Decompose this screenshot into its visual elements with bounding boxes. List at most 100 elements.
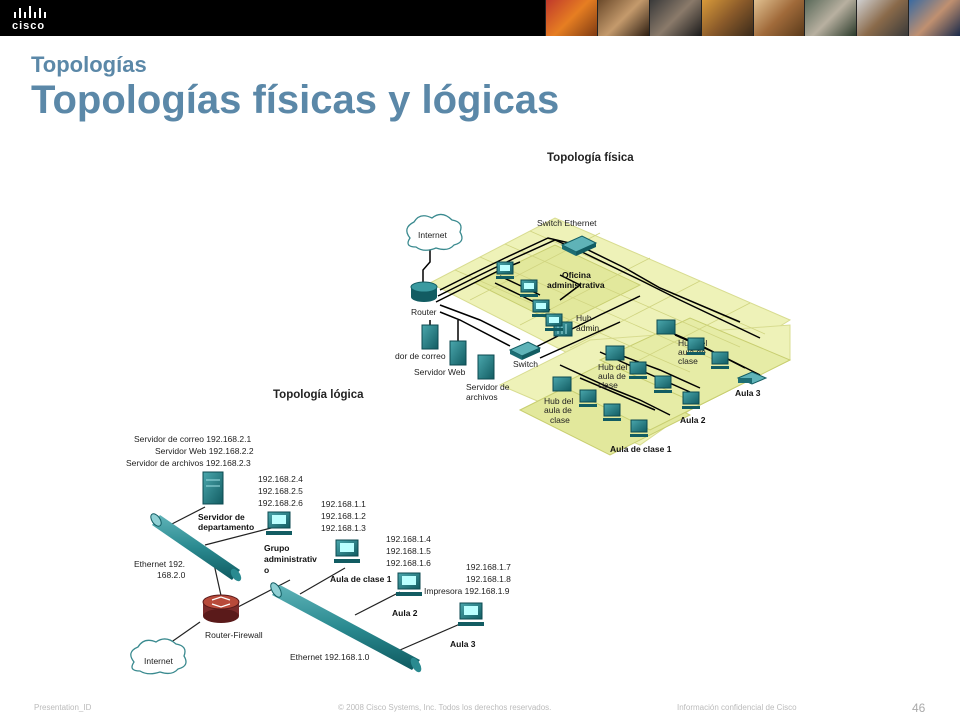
pc-icon	[687, 337, 705, 355]
slide-subtitle: Topologías	[31, 52, 147, 77]
web-server-label: Servidor Web	[414, 367, 466, 377]
ethernet-segment-1-icon	[270, 582, 422, 673]
hub-admin-label-line2: admin.	[576, 323, 602, 333]
office-label-line1: Oficina	[562, 270, 591, 280]
file-server-icon	[477, 354, 495, 380]
banner-photo	[596, 0, 649, 36]
admin-pc-icon	[266, 511, 292, 535]
server-ip-line: Servidor Web 192.168.2.2	[155, 446, 254, 456]
pc-icon	[629, 361, 647, 379]
file-server-label-line2: archivos	[466, 392, 498, 402]
group-label-line1: Grupo	[264, 543, 290, 553]
physical-aula2-label: Aula 2	[680, 415, 706, 425]
class1-ip-line: 192.168.1.3	[321, 523, 366, 533]
footer-confidential: Información confidencial de Cisco	[677, 703, 797, 712]
class3-ip-line: 192.168.1.8	[466, 574, 511, 584]
slide-title: Topologías físicas y lógicas	[31, 78, 560, 122]
class2-ip-line: 192.168.1.6	[386, 558, 431, 568]
top-banner: cisco	[0, 0, 960, 36]
logical-topology-heading: Topología lógica	[273, 389, 364, 401]
banner-photo	[804, 0, 857, 36]
hub-class2-line1: Hub del	[598, 362, 627, 372]
printer-icon	[736, 371, 768, 385]
hub-class1-line3: clase	[550, 415, 570, 425]
admin-ip-line: 192.168.2.6	[258, 498, 303, 508]
pc-icon	[545, 313, 563, 331]
cisco-logo: cisco	[12, 4, 72, 32]
pc-icon	[532, 299, 550, 317]
physical-aula1-label: Aula de clase 1	[610, 444, 672, 454]
floor-grid	[454, 230, 766, 373]
banner-photo	[856, 0, 909, 36]
physical-internet-label: Internet	[418, 230, 447, 240]
hub-classroom-icon	[605, 345, 625, 361]
cisco-bars-icon	[14, 6, 46, 18]
banner-photo	[908, 0, 960, 36]
office-label-line2: administrativa	[547, 280, 605, 290]
floor-admin-office	[473, 244, 642, 326]
footer-presentation-id: Presentation_ID	[34, 703, 92, 712]
physical-aula3-label: Aula 3	[735, 388, 761, 398]
logical-internet-label: Internet	[144, 656, 173, 666]
printer-ip-line: Impresora 192.168.1.9	[424, 586, 510, 596]
router-icon	[410, 281, 438, 302]
pc-icon	[630, 419, 648, 437]
switch-label: Switch	[513, 359, 538, 369]
class3-ip-line: 192.168.1.7	[466, 562, 511, 572]
switch-icon	[508, 341, 542, 360]
logo-text: cisco	[12, 20, 46, 32]
hub-class2-line2: aula de	[598, 371, 626, 381]
physical-router-label: Router	[411, 307, 437, 317]
logical-aula1-label: Aula de clase 1	[330, 574, 392, 584]
ethernet1-label: Ethernet 192.168.1.0	[290, 652, 370, 662]
class2-ip-line: 192.168.1.4	[386, 534, 431, 544]
ethernet-switch-icon	[560, 235, 598, 256]
pc-icon	[579, 389, 597, 407]
ethernet2-label-line1: Ethernet 192.	[134, 559, 185, 569]
web-server-icon	[449, 340, 467, 366]
ethernet-segment-2-icon	[150, 513, 242, 582]
footer-copyright: © 2008 Cisco Systems, Inc. Todos los der…	[338, 703, 552, 712]
group-label-line3: o	[264, 565, 269, 575]
pc-icon	[520, 279, 538, 297]
file-server-label-line1: Servidor de	[466, 382, 510, 392]
router-firewall-icon	[202, 594, 240, 623]
hub-class2-line3: clase	[598, 380, 618, 390]
internet-cloud-icon	[130, 638, 187, 675]
class2-pc-icon	[396, 572, 422, 596]
pc-icon	[654, 375, 672, 393]
server-ip-line: Servidor de correo 192.168.2.1	[134, 434, 251, 444]
logical-aula3-label: Aula 3	[450, 639, 476, 649]
logical-aula2-label: Aula 2	[392, 608, 418, 618]
page-number: 46	[912, 701, 926, 715]
class1-ip-line: 192.168.1.1	[321, 499, 366, 509]
pc-icon	[711, 351, 729, 369]
admin-ip-line: 192.168.2.5	[258, 486, 303, 496]
class1-pc-icon	[334, 539, 360, 563]
hub-class1-line1: Hub del	[544, 396, 573, 406]
dept-server-label-line1: Servidor de	[198, 512, 245, 522]
hub-admin-label-line1: Hub	[576, 313, 592, 323]
banner-photo	[545, 0, 597, 36]
hub-classroom-icon	[552, 376, 572, 392]
banner-photos	[545, 0, 960, 36]
banner-photo	[700, 0, 753, 36]
hub-class1-line2: aula de	[544, 405, 572, 415]
mail-server-label: dor de correo	[395, 351, 446, 361]
class2-ip-line: 192.168.1.5	[386, 546, 431, 556]
group-label-line2: administrativ	[264, 554, 317, 564]
class3-pc-icon	[458, 602, 484, 626]
mail-server-icon	[421, 324, 439, 350]
pc-icon	[496, 261, 514, 279]
ethernet2-label-line2: 168.2.0	[157, 570, 186, 580]
hub-classroom-icon	[656, 319, 676, 335]
internet-cloud-icon	[406, 213, 463, 251]
admin-ip-line: 192.168.2.4	[258, 474, 303, 484]
switch-ethernet-label: Switch Ethernet	[537, 218, 597, 228]
department-server-icon	[202, 471, 224, 505]
dept-server-label-line2: departamento	[198, 522, 254, 532]
router-firewall-label: Router-Firewall	[205, 630, 263, 640]
physical-topology-heading: Topología física	[547, 152, 634, 164]
pc-icon	[682, 391, 700, 409]
